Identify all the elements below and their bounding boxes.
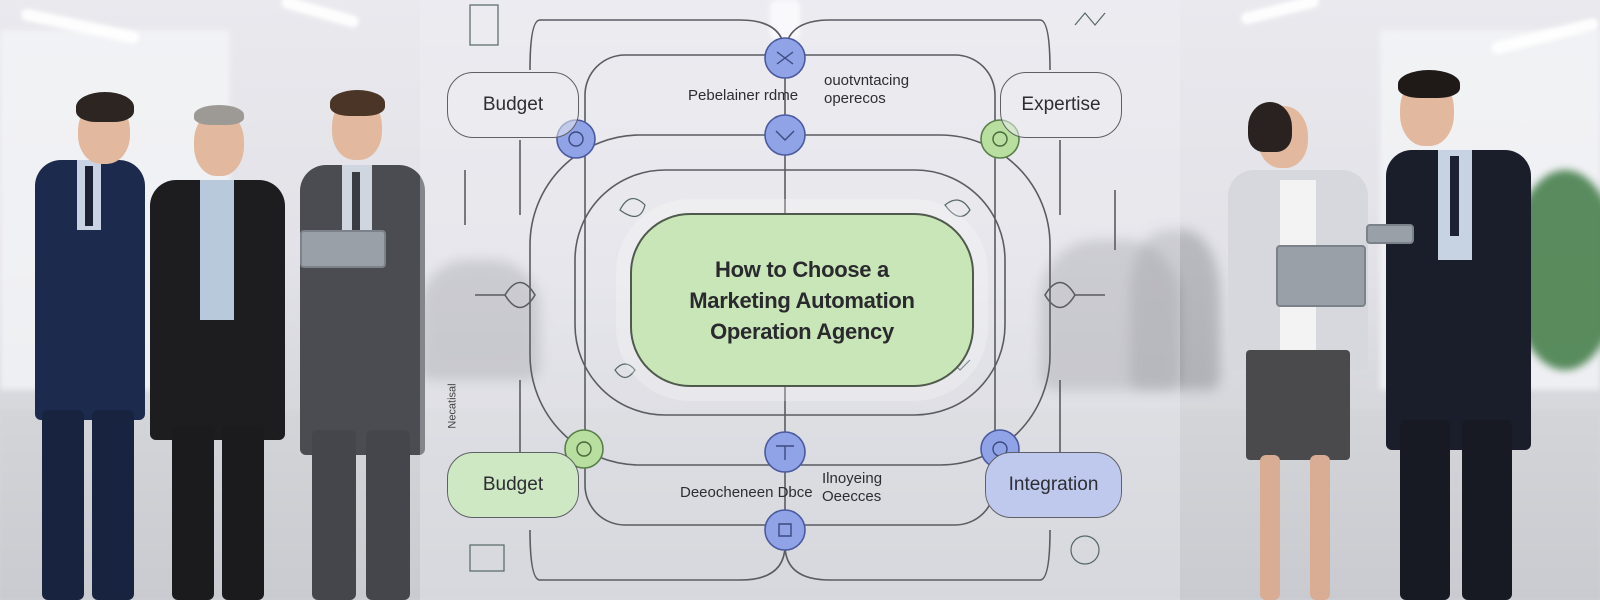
bottom-mid-text: Deeocheneen Dbce: [680, 484, 813, 501]
bottom-right-text-line-1: Ilnoyeing: [822, 470, 883, 487]
left-side-text: Necatisal: [446, 383, 459, 429]
expertise-label: Expertise: [1021, 94, 1101, 115]
laptop: [300, 230, 386, 268]
title-line-3: Operation Agency: [710, 318, 894, 344]
tablet: [1366, 224, 1414, 244]
person-dark-suit: [1366, 70, 1540, 600]
bottom-right-text: Ilnoyeing Oeecces: [822, 470, 882, 506]
tablet: [1276, 245, 1366, 307]
budget-box-bottom: Budget: [447, 452, 579, 518]
person-black-suit: [150, 105, 300, 600]
person-navy-suit: [30, 90, 180, 600]
background-people: [1130, 230, 1220, 390]
bottom-right-text-line-2: Oeecces: [822, 488, 882, 505]
budget-box-top: Budget: [447, 72, 579, 138]
expertise-box: Expertise: [1000, 72, 1122, 138]
top-mid-text: Pebelainer rdme: [688, 87, 799, 104]
budget-label-top: Budget: [482, 94, 544, 115]
person-woman-blazer: [1220, 100, 1380, 600]
center-title-box: How to Choose a Marketing Automation Ope…: [630, 213, 974, 387]
top-right-text: ouotvntacing operecos: [824, 72, 909, 108]
title-line-1: How to Choose a: [715, 256, 889, 282]
top-right-text-line-1: ouotvntacing: [824, 72, 910, 89]
integration-label: Integration: [1008, 474, 1099, 495]
background-people: [420, 260, 540, 380]
integration-box: Integration: [985, 452, 1122, 518]
ceiling-light: [770, 0, 800, 40]
top-right-text-line-2: operecos: [824, 90, 886, 107]
person-grey-suit: [290, 90, 440, 600]
budget-label-bottom: Budget: [482, 474, 544, 495]
background-people: [1040, 240, 1180, 390]
title-line-2: Marketing Automation: [689, 287, 915, 313]
